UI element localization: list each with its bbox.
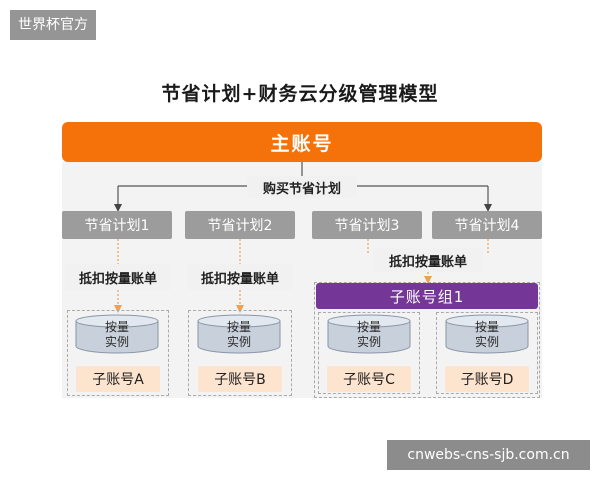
deduct-bill-label-2: 抵扣按量账单 xyxy=(187,264,293,290)
savings-plan-4: 节省计划4 xyxy=(432,211,542,239)
sub-account-c-container xyxy=(318,312,420,394)
savings-plan-2: 节省计划2 xyxy=(185,211,295,239)
sub-account-b: 子账号B xyxy=(198,366,282,392)
savings-plan-1: 节省计划1 xyxy=(62,211,172,239)
instance-label-b: 按量 实例 xyxy=(226,320,251,349)
sub-account-group-1-container xyxy=(314,282,540,398)
sub-account-a-container xyxy=(67,310,169,396)
database-icon xyxy=(445,314,529,354)
deduct-bill-label-shared: 抵扣按量账单 xyxy=(373,248,483,272)
database-icon xyxy=(327,314,411,354)
database-icon xyxy=(197,314,281,354)
sub-account-c: 子账号C xyxy=(327,366,411,392)
sub-account-b-container xyxy=(188,310,292,396)
sub-account-a: 子账号A xyxy=(76,366,160,392)
savings-plan-3: 节省计划3 xyxy=(312,211,422,239)
purchase-savings-plan-label: 购买节省计划 xyxy=(247,176,357,198)
instance-label-d: 按量 实例 xyxy=(474,320,499,349)
main-account: 主账号 xyxy=(62,122,542,162)
sub-account-d: 子账号D xyxy=(445,366,529,392)
sub-account-d-container xyxy=(436,312,538,394)
watermark-top: 世界杯官方 xyxy=(10,10,96,40)
watermark-url: cnwebs-cns-sjb.com.cn xyxy=(387,440,590,470)
deduct-bill-label-1: 抵扣按量账单 xyxy=(65,264,171,290)
sub-account-group-1-header: 子账号组1 xyxy=(316,283,538,309)
instance-label-c: 按量 实例 xyxy=(356,320,381,349)
instance-label-a: 按量 实例 xyxy=(104,320,129,349)
database-icon xyxy=(75,314,159,354)
diagram-title: 节省计划+财务云分级管理模型 xyxy=(161,82,439,105)
